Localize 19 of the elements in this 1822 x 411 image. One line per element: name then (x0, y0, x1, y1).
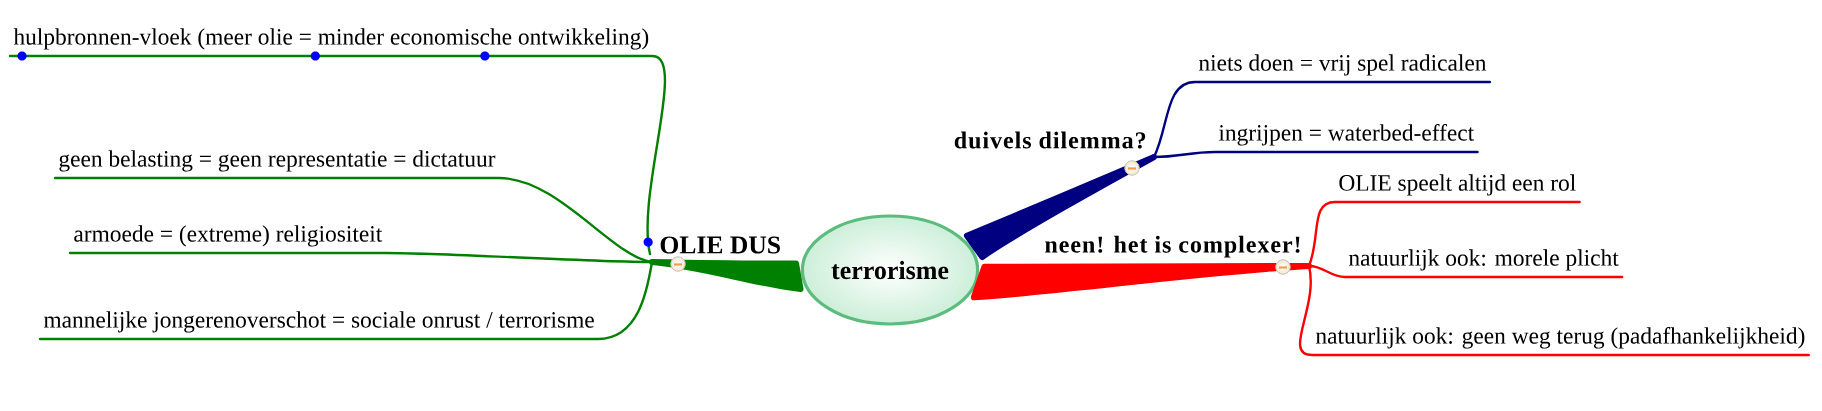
branch-heading: neen! het is complexer! (1045, 235, 1300, 258)
branch-label: OLIE speelt altijd een rol (1339, 174, 1576, 196)
branch-label: natuurlijk ook: geen weg terug (padafhankelijkheid) (1315, 327, 1805, 349)
branch-label: armoede = (extreme) religiositeit (74, 225, 383, 247)
branch-line (1152, 80, 1492, 159)
branch-heading: duivels dilemma? (954, 131, 1146, 149)
tapered-branch (649, 259, 804, 292)
branch-heading: OLIE DUS (660, 236, 780, 254)
branch-label: geen belasting = geen representatie = dictatuur (59, 150, 496, 172)
branch-label: niets doen = vrij spel radicalen (1198, 54, 1487, 76)
branch-label: mannelijke jongerenoverschot = sociale onrust / terrorisme (43, 311, 594, 333)
branch-label: ingrijpen = waterbed-effect (1218, 124, 1475, 146)
branch-line (8, 51, 667, 256)
tapered-branch (970, 263, 1312, 301)
branch-label: natuurlijk ook: morele plicht (1348, 249, 1619, 271)
branch-label: hulpbronnen-vloek (meer olie = minder economische ontwikkeling) (13, 28, 649, 50)
branch-line (1152, 150, 1479, 159)
tapered-branch (963, 154, 1157, 261)
branch-line (1307, 264, 1624, 279)
